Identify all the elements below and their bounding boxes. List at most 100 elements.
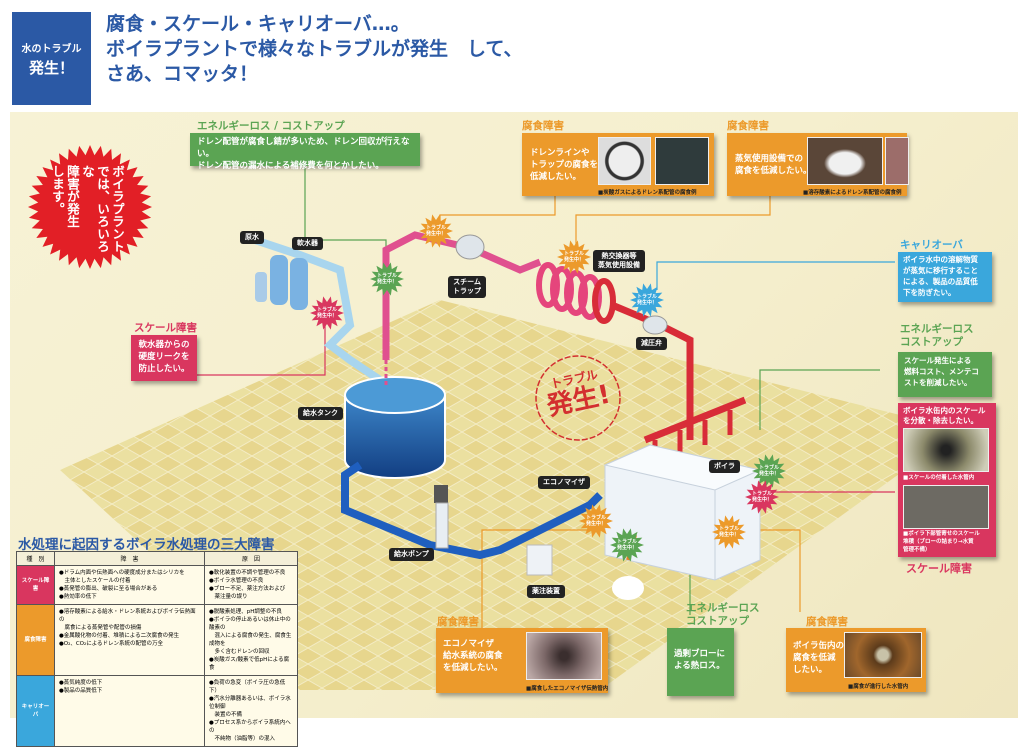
label-line: スチーム: [453, 278, 481, 286]
label-feed-tank: 給水タンク: [298, 407, 343, 420]
title-line: エネルギーロス: [686, 602, 760, 614]
table-row: キャリオーバ●蒸気純度の低下●製品の品質低下●負荷の急変（ボイラ圧の急低下）●汽…: [16, 675, 298, 747]
label-heat-exchanger: 熱交換器等 蒸気使用設備: [593, 250, 645, 272]
callout-text: 腐食を低減したい。: [735, 166, 812, 176]
row-category: 腐食障害: [16, 604, 55, 676]
energy-loss-title: エネルギーロス / コストアップ: [197, 120, 345, 132]
label-chemical-injector: 薬注装置: [527, 585, 565, 598]
energy-bottom-box: 過剰ブローに よる熱ロス。: [667, 628, 734, 696]
starburst-line: ボイラプラント: [110, 165, 125, 253]
label-line: トラップ: [453, 287, 481, 295]
trouble-burst-icon: トラブル発生中！: [752, 454, 786, 488]
energy-loss-box: ドレン配管が腐食し錆が多いため、ドレン回収が行えない。 ドレン配管の漏水による補…: [190, 133, 420, 171]
scale-right-box: ボイラ水缶内のスケール を分散・除去したい。 ■スケールの付着した水管内 ■ボイ…: [898, 403, 996, 557]
corrosion-boiler-box: ボイラ缶内の 腐食を低減 したい。 ■腐食が進行した水管内: [786, 628, 926, 692]
photo-scale-header: [903, 485, 989, 529]
label-steam-trap: スチーム トラップ: [448, 276, 486, 298]
callout-text: 過剰ブローに: [674, 649, 726, 659]
burst-label: トラブル発生中！: [316, 307, 337, 319]
starburst-line: では、いろいろな: [80, 165, 110, 253]
trouble-burst-icon: トラブル発生中！: [370, 262, 404, 296]
burst-label: トラブル発生中！: [425, 225, 446, 237]
feed-pump: [434, 485, 449, 549]
photo-boiler-tube: [844, 632, 922, 678]
photo-scale-tube: [903, 428, 989, 472]
label-economizer: エコノマイザ: [538, 476, 590, 489]
burst-label: トラブル発生中！: [636, 294, 657, 306]
row-causes: ●負荷の急変（ボイラ圧の急低下）●汽水分離器あるいは、ボイラ水位制御 装置の不備…: [204, 675, 298, 747]
caption-line: 管理不備）: [903, 547, 931, 553]
heat-exchanger-coil: [536, 262, 616, 324]
callout-text: ドレン配管が腐食し錆が多いため、ドレン回収が行えない。: [197, 137, 410, 159]
label-line: 蒸気使用設備: [598, 261, 640, 269]
photo-caption: ■腐食が進行した水管内: [848, 684, 909, 690]
label-reducing-valve: 減圧弁: [636, 337, 667, 350]
label-softener: 軟水器: [292, 237, 323, 250]
scale-left-box: 軟水器からの 硬度リークを 防止したい。: [131, 335, 197, 381]
corrosion-boiler-title: 腐食障害: [806, 616, 848, 628]
trouble-burst-icon: トラブル発生中！: [310, 296, 344, 330]
header-badge: 水のトラブル 発生！: [12, 12, 91, 105]
trouble-burst-icon: トラブル発生中！: [419, 214, 453, 248]
photo-pipe-inside: [807, 137, 883, 185]
callout-text: 低減したい。: [530, 172, 582, 182]
page-title: 腐食・スケール・キャリオーバ…。 ボイラプラントで様々なトラブルが発生 して、 …: [106, 12, 666, 87]
burst-label: トラブル発生中！: [751, 491, 772, 503]
feed-water-pipe: [341, 461, 603, 560]
starburst-message: ボイラプラント では、いろいろな 障害が発生 します。: [50, 165, 125, 260]
row-problems: ●溶存酸素による給水・ドレン系統およびボイラ伝熱面の 腐食による蒸発管や配管の損…: [54, 604, 205, 676]
blowdown-steam: [612, 576, 644, 600]
burst-label: トラブル発生中！: [585, 515, 606, 527]
photo-pipe-ring: [598, 137, 651, 185]
scale-right-title: スケール障害: [906, 562, 972, 575]
callout-text: スケール発生による: [904, 356, 972, 365]
corrosion-steam-box: 蒸気使用設備での 腐食を低減したい。 ■溶存酸素によるドレン系配管の腐食例: [727, 133, 909, 196]
callout-text: ドレンラインや: [530, 148, 590, 158]
energy-right-title: エネルギーロス コストアップ: [900, 323, 974, 349]
callout-text: が蒸気に移行すること: [903, 266, 978, 275]
trouble-stamp: [535, 355, 621, 441]
title-line: コストアップ: [900, 336, 963, 348]
row-causes: ●軟化装置の不調や管理の不良●ボイラ水管理の不良●ブロー不足、薬注方法および 薬…: [204, 565, 298, 605]
trouble-burst-icon: トラブル発生中！: [630, 283, 664, 317]
corrosion-eco-box: エコノマイザ 給水系統の腐食 を低減したい。 ■腐食したエコノマイザ伝熱管内: [436, 628, 608, 693]
callout-text: よる熱ロス。: [674, 661, 725, 671]
callout-text: ドレン配管の漏水による補修費を何とかしたい。: [197, 161, 384, 171]
corrosion-eco-title: 腐食障害: [437, 616, 479, 628]
title-line: コストアップ: [686, 615, 749, 627]
burst-label: トラブル発生中！: [376, 273, 397, 285]
row-category: キャリオーバ: [16, 675, 55, 747]
carryover-title: キャリオーバ: [900, 239, 963, 251]
label-feed-pump: 給水ポンプ: [389, 548, 434, 561]
scale-left-title: スケール障害: [134, 322, 197, 334]
table-title: 水処理に起因するボイラ水処理の三大障害: [18, 537, 275, 553]
trouble-burst-icon: トラブル発生中！: [610, 528, 644, 562]
callout-text: 燃料コスト、メンテコ: [904, 367, 979, 376]
table-header: 障 害: [54, 551, 205, 566]
carryover-box: ボイラ水中の溶解物質 が蒸気に移行すること による、製品の品質低 下を防ぎたい。: [898, 252, 992, 302]
water-softener: [255, 255, 308, 310]
photo-pipe-surface: [885, 137, 909, 185]
caption-line: ■ボイラ下部管寄せのスケール: [903, 531, 980, 537]
corrosion-drain-title: 腐食障害: [522, 120, 564, 132]
caption-line: 堆積（ブローの詰まり→水質: [903, 539, 974, 545]
callout-text: 蒸気使用設備での: [735, 154, 804, 164]
photo-economizer: [526, 632, 602, 680]
callout-text: を分散・除去したい。: [903, 416, 978, 425]
title-line: さあ、コマッタ！: [106, 63, 259, 85]
table-row: 腐食障害●溶存酸素による給水・ドレン系統およびボイラ伝熱面の 腐食による蒸発管や…: [16, 604, 298, 676]
photo-caption: ■ボイラ下部管寄せのスケール 堆積（ブローの詰まり→水質 管理不備）: [903, 530, 980, 554]
table-row: スケール障害●ドラム内面や伝熱面への硬度成分またはシリカを 主体としたスケールの…: [16, 565, 298, 605]
photo-caption: ■スケールの付着した水管内: [903, 475, 975, 481]
callout-text: エコノマイザ: [443, 639, 495, 649]
table-header: 種 別: [16, 551, 55, 566]
trouble-burst-icon: トラブル発生中！: [712, 515, 746, 549]
row-causes: ●脱酸素処理、pH調整の不良●ボイラの停止あるいは休止中の酸素の 混入による腐食…: [204, 604, 298, 676]
steam-trap: [455, 234, 485, 260]
label-line: 熱交換器等: [601, 252, 637, 260]
chemical-injector: [526, 544, 553, 576]
row-category: スケール障害: [16, 565, 55, 605]
energy-right-box: スケール発生による 燃料コスト、メンテコ ストを削減したい。: [898, 352, 992, 397]
callout-text: ボイラ缶内の: [793, 641, 845, 651]
burst-label: トラブル発生中！: [758, 465, 779, 477]
